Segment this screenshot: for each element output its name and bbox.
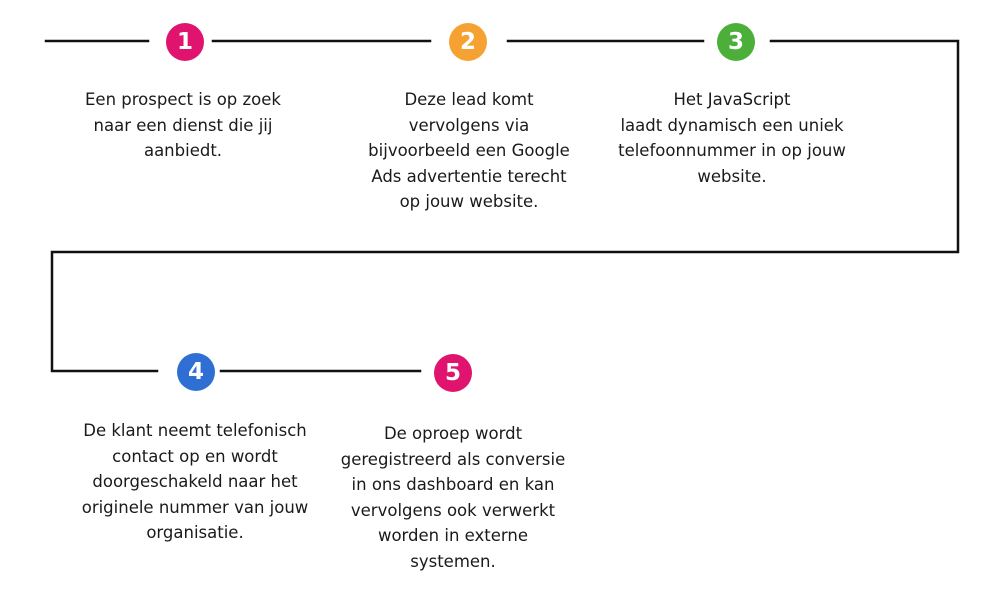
connector-3-4 [50,39,960,373]
step-4-number: 4 [187,359,204,385]
step-5-description: De oproep wordt geregistreerd als conver… [340,424,566,571]
step-5-circle: 5 [434,354,472,392]
step-5-number: 5 [444,360,461,386]
step-1-circle: 1 [166,23,204,61]
step-2-circle: 2 [449,23,487,61]
step-2-number: 2 [459,29,476,55]
step-1-number: 1 [176,29,193,55]
step-4-description: De klant neemt telefonisch contact op en… [81,421,309,542]
step-3-description: Het JavaScript laadt dynamisch een uniek… [618,90,846,186]
step-3-circle: 3 [717,23,755,61]
step-3-number: 3 [727,29,744,55]
step-1-description: Een prospect is op zoek naar een dienst … [85,90,281,160]
step-4-circle: 4 [177,353,215,391]
step-2-description: Deze lead komt vervolgens via bijvoorbee… [368,90,570,211]
